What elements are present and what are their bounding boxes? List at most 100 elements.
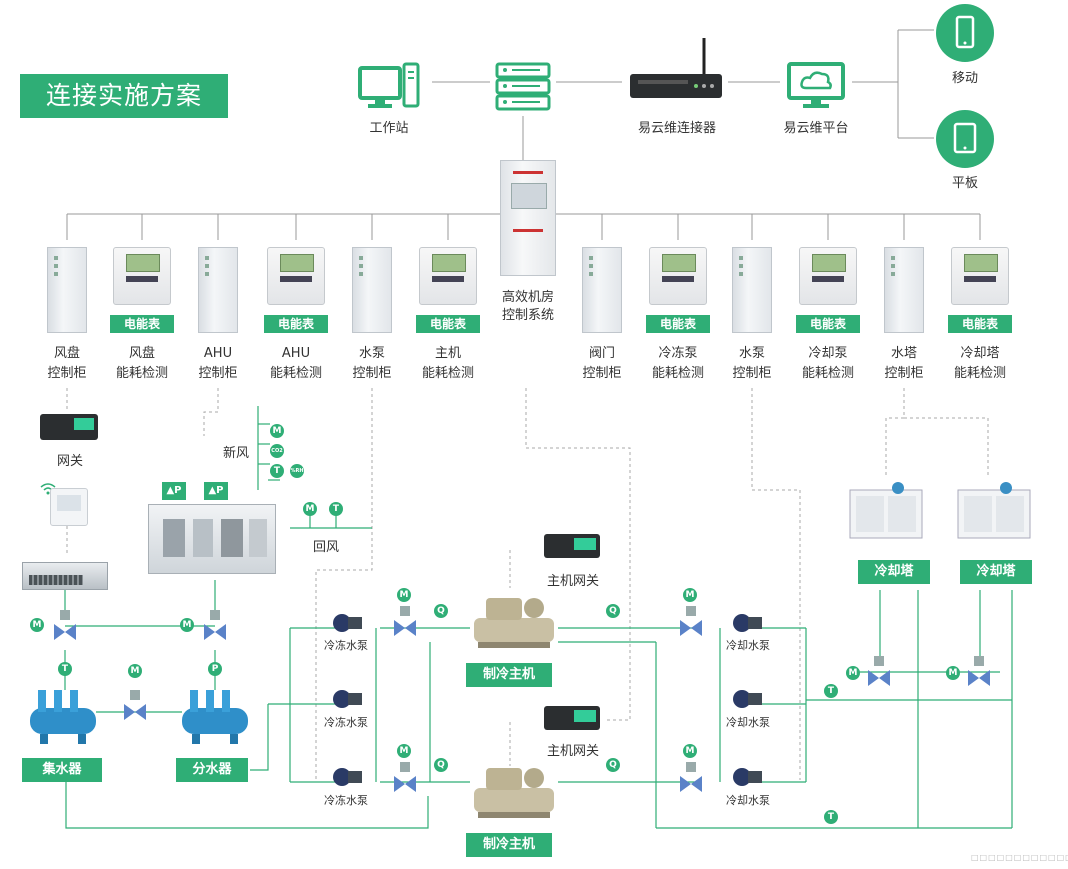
valve-icon <box>968 656 990 686</box>
water-collector <box>24 686 102 748</box>
fresh-air-co2-badge: CO2 <box>270 444 284 458</box>
valve-icon <box>394 762 416 792</box>
cooling-tower-icon <box>849 482 923 539</box>
chiller-1-tag: 制冷主机 <box>466 663 552 687</box>
valve-icon <box>204 610 226 640</box>
water-distributor <box>176 686 254 748</box>
watermark: □□□□□□□□□□□□□ <box>971 853 1068 862</box>
cw-t-badge-2: T <box>824 810 838 824</box>
workstation-icon <box>358 62 420 108</box>
cw-pump-1-label: 冷却水泵 <box>726 639 770 652</box>
platform <box>786 62 846 110</box>
chiller-gateway-2 <box>544 706 600 730</box>
main-controller-cabinet <box>500 160 556 276</box>
chw-pump-3-label: 冷冻水泵 <box>324 794 368 807</box>
device-meter-4 <box>267 247 325 305</box>
chiller2-m-badge-left: M <box>397 744 411 758</box>
chiller-2 <box>470 762 558 820</box>
device-cabinet-9 <box>732 247 772 333</box>
return-air-t-badge: T <box>329 502 343 516</box>
valve-icon <box>680 762 702 792</box>
chw-pump-2 <box>332 688 364 710</box>
chiller2-q-badge-left: Q <box>434 758 448 772</box>
device-cabinet-5 <box>352 247 392 333</box>
bypass-m-badge: M <box>128 664 142 678</box>
chiller1-q-badge-right: Q <box>606 604 620 618</box>
pump-icon <box>333 690 362 708</box>
cooling-tower-1 <box>846 480 926 542</box>
valve-icon <box>54 610 76 640</box>
valve-icon <box>124 690 146 720</box>
valve-m-badge-left1: M <box>30 618 44 632</box>
server-icon <box>495 62 551 111</box>
device-label-5: 水泵控制柜 <box>352 346 392 381</box>
meter-tag-2: 电能表 <box>110 315 174 333</box>
meter-tag-8: 电能表 <box>646 315 710 333</box>
return-air-label: 回风 <box>312 540 339 555</box>
device-cabinet-1 <box>47 247 87 333</box>
mobile <box>936 4 994 62</box>
chiller1-q-badge-left: Q <box>434 604 448 618</box>
device-meter-2 <box>113 247 171 305</box>
cw-pump-3-label: 冷却水泵 <box>726 794 770 807</box>
chiller-1 <box>470 592 558 650</box>
dp-sensor-2: ▲P <box>204 482 228 500</box>
pump-icon <box>333 768 362 786</box>
gateway-label: 网关 <box>56 454 83 469</box>
device-label-6: 主机能耗检测 <box>421 346 474 381</box>
motor-valve-left1 <box>54 610 76 644</box>
tower1-valve <box>868 656 890 690</box>
fresh-air-rh-badge: %RH <box>290 464 304 478</box>
cw-pump-3 <box>732 766 764 788</box>
meter-tag-10: 电能表 <box>796 315 860 333</box>
cw-pump-1 <box>732 612 764 634</box>
valve-icon <box>868 656 890 686</box>
dp-sensor-1: ▲P <box>162 482 186 500</box>
device-label-8: 冷冻泵能耗检测 <box>651 346 704 381</box>
device-label-1: 风盘控制柜 <box>47 346 87 381</box>
ahu-unit <box>148 504 276 574</box>
chiller-icon <box>474 598 554 648</box>
valve-icon <box>680 606 702 636</box>
connector-device <box>626 36 726 102</box>
gateway-device <box>40 414 98 440</box>
cooling-tower-2 <box>954 480 1034 542</box>
tablet-icon <box>953 122 977 154</box>
chw-pump-3 <box>332 766 364 788</box>
chiller1-m-badge-left: M <box>397 588 411 602</box>
fresh-air-m-badge: M <box>270 424 284 438</box>
workstation-label: 工作站 <box>369 121 409 136</box>
pump-icon <box>733 768 762 786</box>
pump-icon <box>733 614 762 632</box>
tower2-valve <box>968 656 990 690</box>
valve-m-badge-left2: M <box>180 618 194 632</box>
cw-t-badge-1: T <box>824 684 838 698</box>
fan-coil-unit <box>22 562 108 590</box>
manifold-icon <box>182 690 248 744</box>
chiller1-valve-left <box>394 606 416 640</box>
chiller-2-tag: 制冷主机 <box>466 833 552 857</box>
cooling-tower-2-tag: 冷却塔 <box>960 560 1032 584</box>
device-label-12: 冷却塔能耗检测 <box>953 346 1006 381</box>
bypass-valve <box>124 690 146 724</box>
chiller2-valve-right <box>680 762 702 796</box>
motor-valve-left2 <box>204 610 226 644</box>
cooling-tower-1-tag: 冷却塔 <box>858 560 930 584</box>
connector-label: 易云维连接器 <box>637 121 716 136</box>
mobile-label: 移动 <box>951 71 978 86</box>
pump-icon <box>333 614 362 632</box>
server <box>494 62 552 112</box>
chiller2-m-badge-right: M <box>683 744 697 758</box>
chiller-gateway-1-label: 主机网关 <box>546 574 599 589</box>
workstation <box>358 62 420 110</box>
chiller1-valve-right <box>680 606 702 640</box>
chiller2-valve-left <box>394 762 416 796</box>
device-label-9: 水泵控制柜 <box>732 346 772 381</box>
meter-tag-12: 电能表 <box>948 315 1012 333</box>
tablet <box>936 110 994 168</box>
tower2-m-badge: M <box>946 666 960 680</box>
chiller-icon <box>474 768 554 818</box>
